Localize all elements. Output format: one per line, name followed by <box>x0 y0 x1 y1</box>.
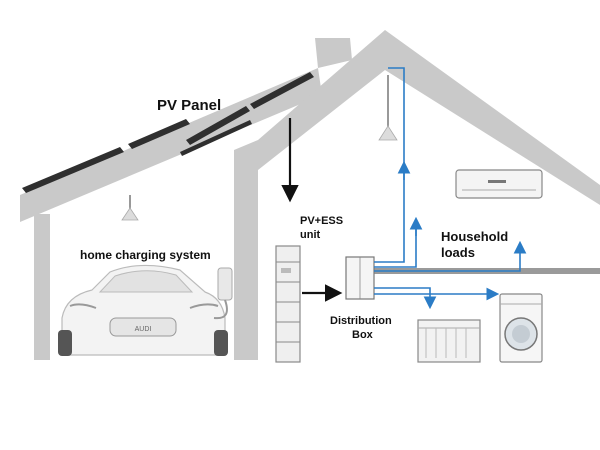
solar-panel <box>186 106 250 145</box>
washing-machine <box>499 293 543 363</box>
radiator <box>417 319 481 363</box>
flow-to-aircon <box>374 220 417 268</box>
pv-ess-label-line1: PV+ESS <box>300 215 343 227</box>
wall-charger <box>213 267 233 320</box>
pv-ess-unit <box>275 245 301 363</box>
carport-roof <box>20 68 322 222</box>
solar-panels <box>22 72 314 193</box>
pv-ess-label-line2: unit <box>300 229 320 241</box>
household-label-line1: Household <box>441 229 508 244</box>
flow-to-lamp <box>374 67 405 263</box>
household-label-line2: loads <box>441 245 475 260</box>
solar-panel <box>128 119 190 149</box>
pendant-lamp-house <box>378 75 398 141</box>
distribution-box <box>345 256 375 300</box>
carport-wall <box>234 140 258 360</box>
main-roof <box>258 30 600 205</box>
carport-pillar <box>34 214 50 360</box>
car-plate: AUDI <box>135 326 152 333</box>
pendant-lamp-carport <box>121 195 139 221</box>
flow-to-radiator <box>374 287 437 310</box>
solar-panel <box>180 120 252 156</box>
pv-panel-label: PV Panel <box>157 97 221 114</box>
distribution-label-line2: Box <box>352 329 374 341</box>
solar-panel <box>22 147 124 193</box>
air-conditioner <box>455 169 543 199</box>
roof-top-corner <box>315 38 352 68</box>
household-flows <box>374 67 527 310</box>
electric-car: AUDI <box>58 264 228 356</box>
flow-to-loads <box>374 240 527 272</box>
distribution-label-line1: Distribution <box>330 315 392 327</box>
home-charging-label: home charging system <box>80 248 211 262</box>
solar-panel <box>250 72 314 109</box>
power-flows <box>281 118 343 302</box>
